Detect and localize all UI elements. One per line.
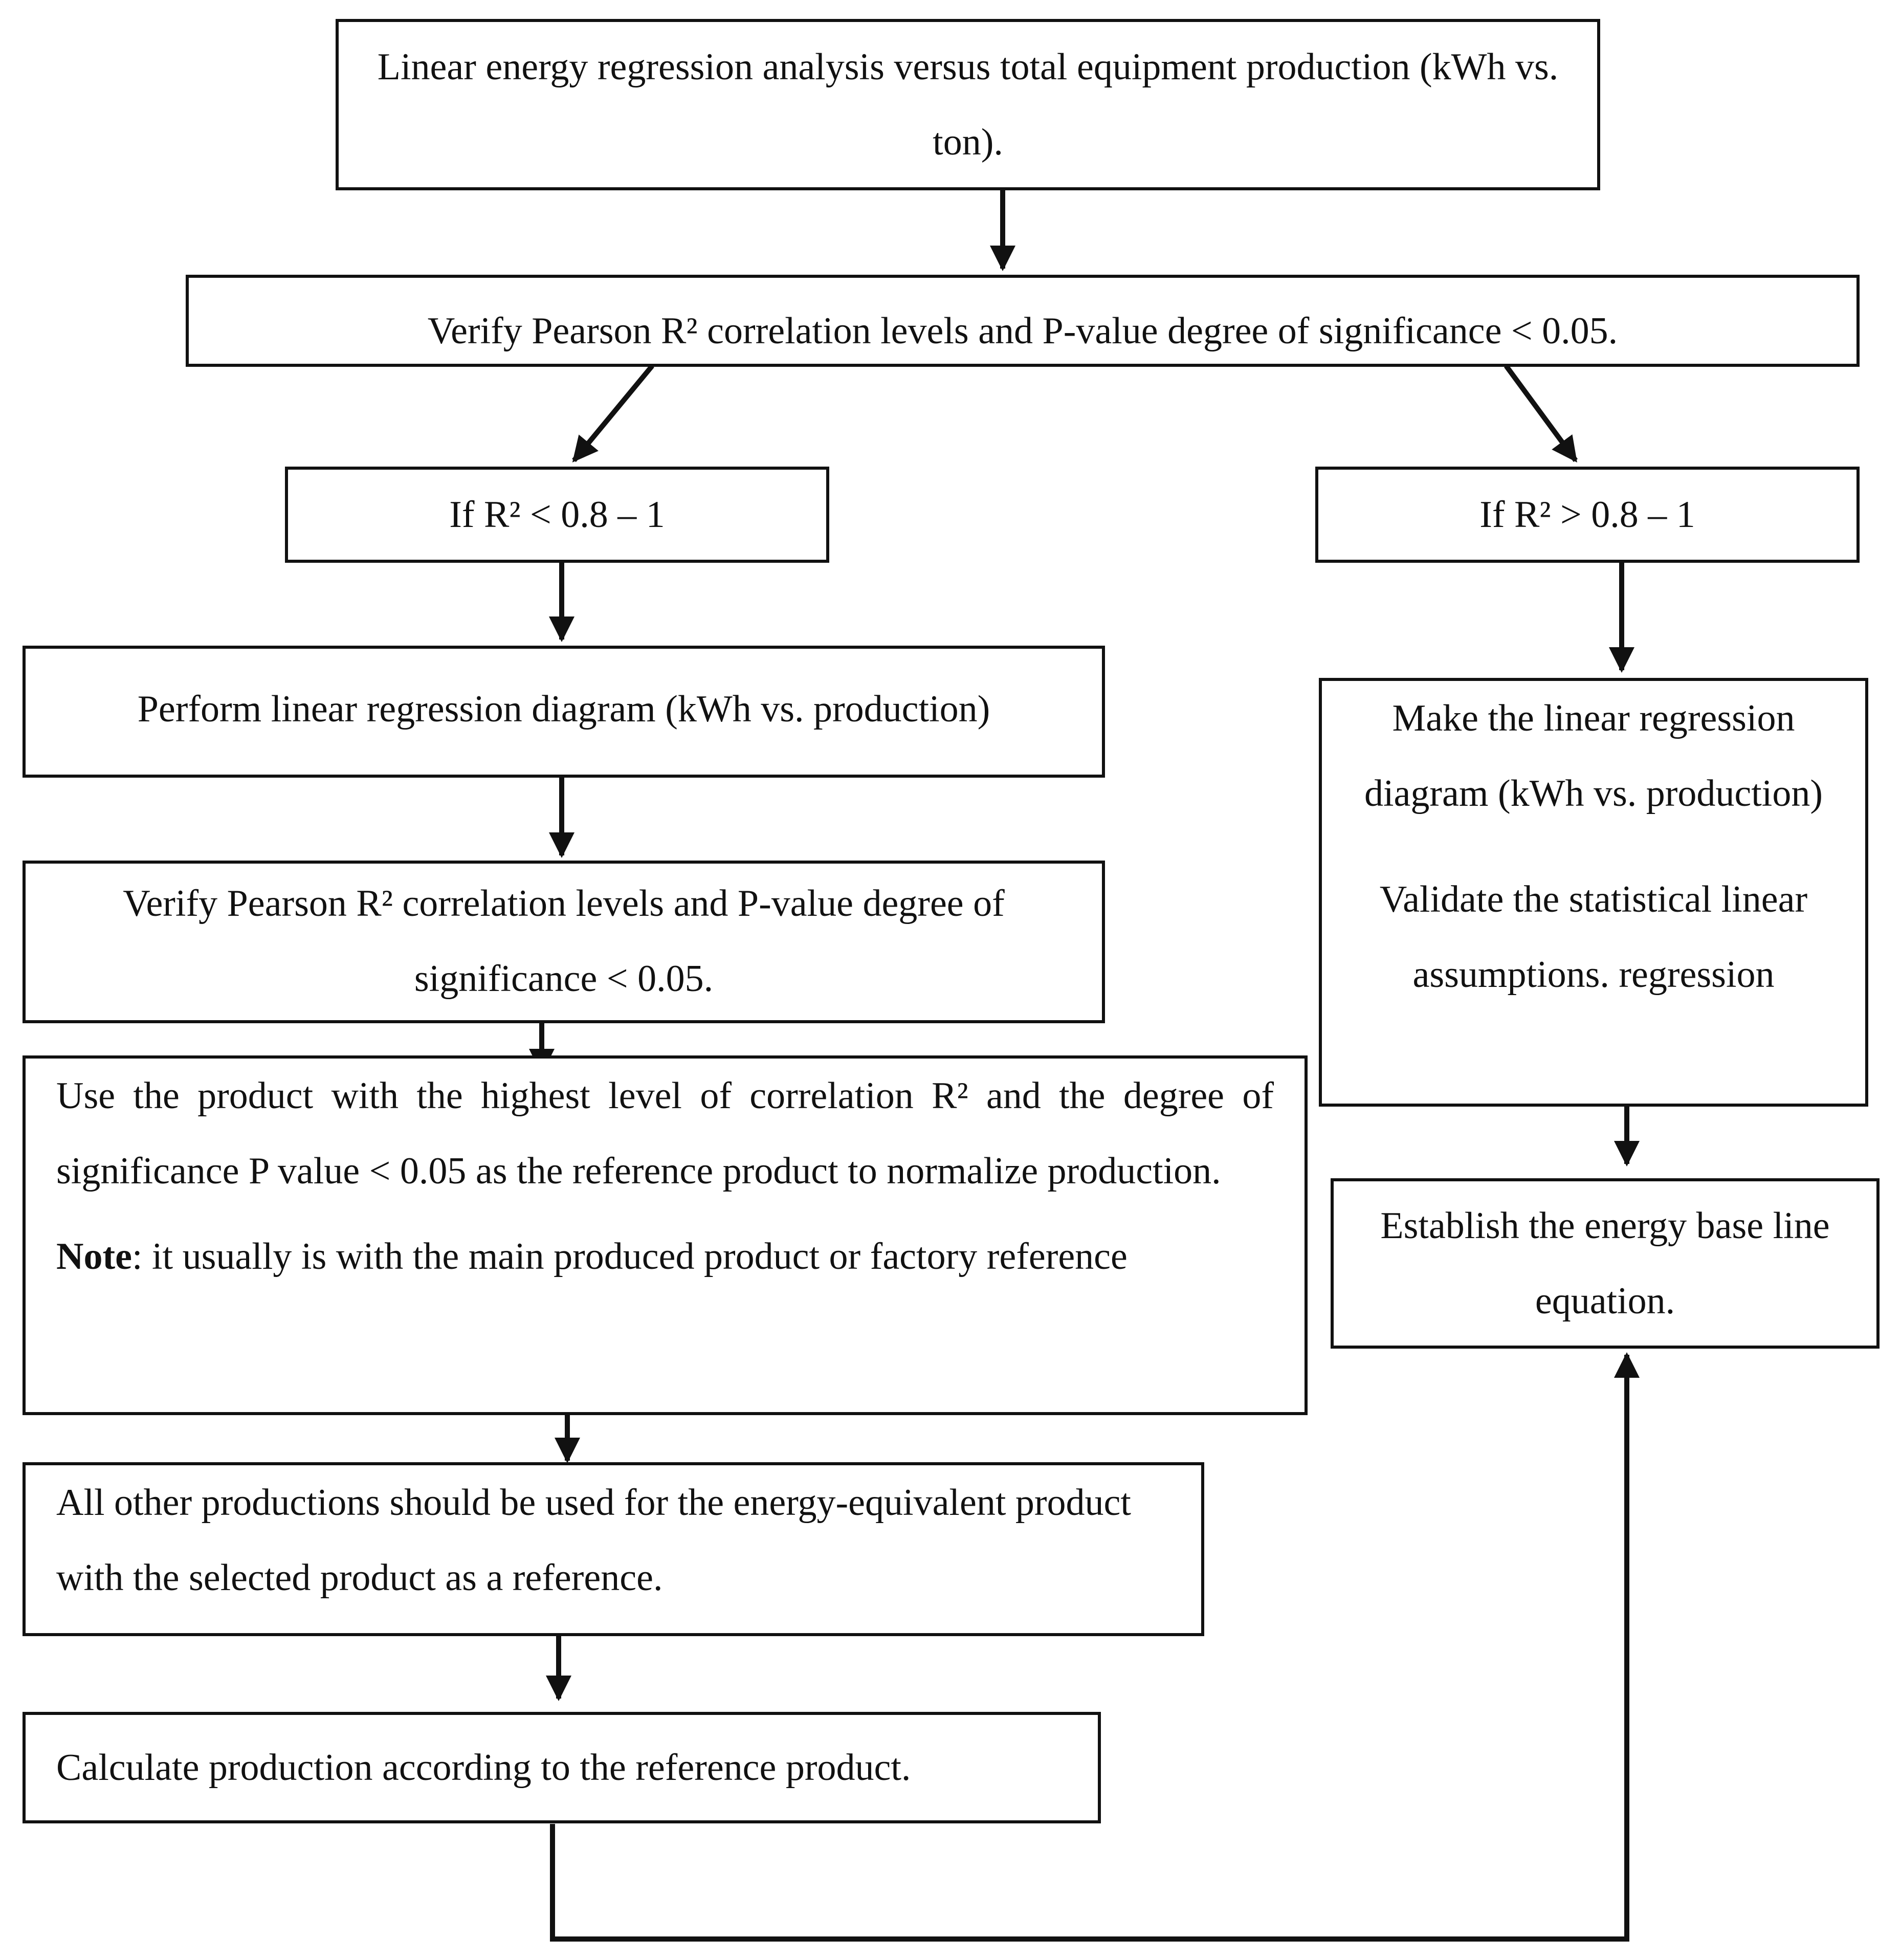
start-box: Linear energy regression analysis versus… [336, 19, 1600, 190]
if-low-box: If R² < 0.8 – 1 [285, 467, 829, 563]
verify-top-text: Verify Pearson R² correlation levels and… [427, 310, 1618, 352]
use-product-box: Use the product with the highest level o… [23, 1055, 1308, 1415]
baseline-box: Establish the energy base line equation. [1331, 1178, 1880, 1349]
verify-left-text: Verify Pearson R² correlation levels and… [123, 883, 1005, 1000]
perform-regression-text: Perform linear regression diagram (kWh v… [137, 688, 990, 730]
validate-text: Validate the statistical linear assumpti… [1379, 878, 1808, 996]
if-high-text: If R² > 0.8 – 1 [1479, 493, 1695, 536]
other-productions-text: All other productions should be used for… [56, 1482, 1131, 1599]
arrow-calculate-to-baseline [550, 1352, 1640, 1942]
calculate-text: Calculate production according to the re… [56, 1746, 911, 1789]
verify-top-box: Verify Pearson R² correlation levels and… [186, 275, 1860, 367]
start-text: Linear energy regression analysis versus… [377, 46, 1559, 163]
arrow-verify-to-if-low [572, 364, 654, 463]
arrow-verify-to-if-high [1504, 364, 1578, 463]
verify-left-box: Verify Pearson R² correlation levels and… [23, 861, 1105, 1023]
baseline-text: Establish the energy base line equation. [1380, 1204, 1830, 1322]
make-regression-box: Make the linear regression diagram (kWh … [1319, 678, 1868, 1107]
if-low-text: If R² < 0.8 – 1 [449, 493, 665, 536]
calculate-box: Calculate production according to the re… [23, 1712, 1101, 1823]
note-label: Note [56, 1236, 132, 1278]
other-productions-box: All other productions should be used for… [23, 1462, 1204, 1636]
if-high-box: If R² > 0.8 – 1 [1315, 467, 1860, 563]
note-text: : it usually is with the main produced p… [131, 1236, 1128, 1278]
use-product-text: Use the product with the highest level o… [56, 1075, 1274, 1192]
make-regression-text: Make the linear regression diagram (kWh … [1364, 697, 1823, 814]
perform-regression-box: Perform linear regression diagram (kWh v… [23, 646, 1105, 778]
